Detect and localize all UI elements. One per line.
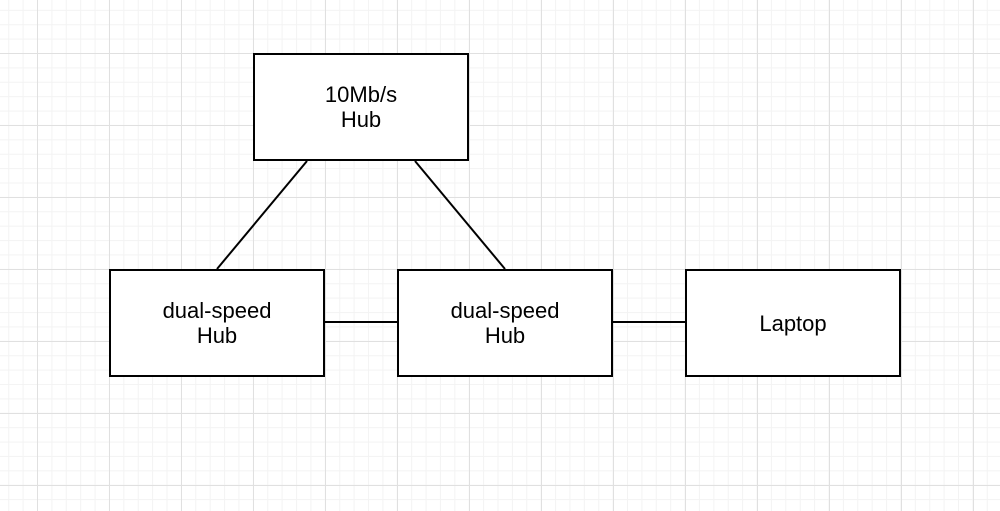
node-laptop-label: Laptop xyxy=(759,310,827,336)
node-dual-speed-hub-mid[interactable]: dual-speed Hub xyxy=(397,269,613,377)
edge-10mbs-hub-to-mid-dual-speed-hub[interactable] xyxy=(414,160,506,270)
node-dual-speed-hub-left[interactable]: dual-speed Hub xyxy=(109,269,325,377)
node-dual-speed-hub-left-label: dual-speed Hub xyxy=(162,298,272,348)
node-10mbs-hub-label: 10Mb/s Hub xyxy=(324,82,398,132)
node-dual-speed-hub-mid-label: dual-speed Hub xyxy=(450,298,560,348)
node-10mbs-hub[interactable]: 10Mb/s Hub xyxy=(253,53,469,161)
node-laptop[interactable]: Laptop xyxy=(685,269,901,377)
edge-10mbs-hub-to-left-dual-speed-hub[interactable] xyxy=(216,160,308,270)
